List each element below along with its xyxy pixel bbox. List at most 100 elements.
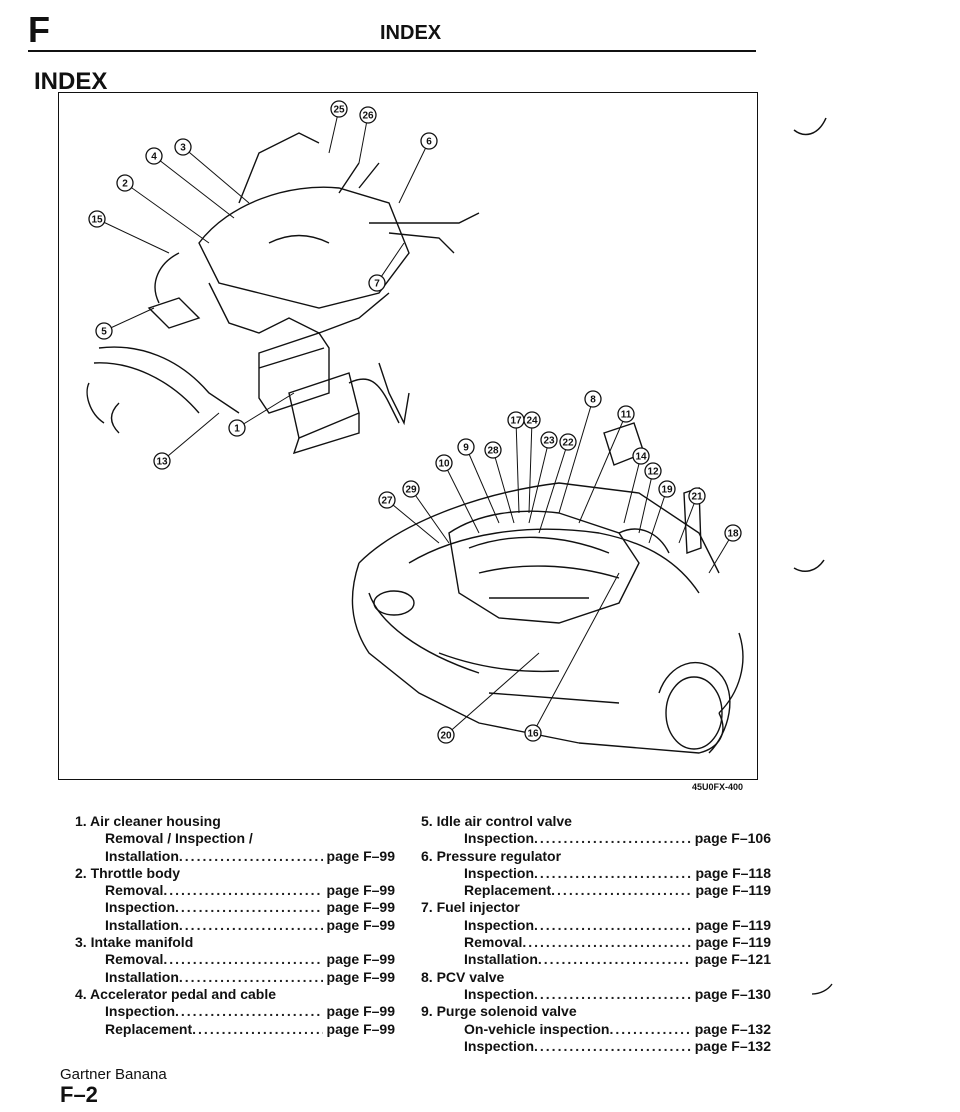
callout-25: 25 [328, 100, 348, 154]
callout-balloon [524, 724, 542, 742]
callout-number: 11 [621, 410, 632, 421]
callout-10: 10 [435, 454, 480, 534]
callout-number: 13 [156, 457, 168, 468]
callout-balloon [644, 462, 662, 480]
leader-line [182, 146, 250, 204]
leader-line [623, 455, 642, 524]
toc-row: Inspectionpage F–118 [421, 865, 771, 882]
callout-22: 22 [538, 433, 577, 534]
leader-line [528, 439, 550, 524]
callout-29: 29 [402, 480, 450, 544]
callout-balloon [359, 106, 377, 124]
callout-balloon [378, 491, 396, 509]
section-letter: F [28, 9, 50, 50]
callout-3: 3 [174, 138, 250, 204]
callout-8: 8 [558, 390, 602, 514]
toc-row: Removalpage F–99 [75, 882, 395, 899]
margin-mark-icon [811, 983, 833, 995]
callout-balloon [484, 441, 502, 459]
callout-7: 7 [368, 242, 405, 292]
callout-balloon [540, 431, 558, 449]
callout-15: 15 [88, 210, 170, 254]
leader-line [386, 499, 440, 544]
callout-number: 20 [440, 731, 452, 742]
callout-number: 16 [527, 729, 539, 740]
leader-line [443, 462, 480, 534]
margin-mark-icon [793, 117, 827, 136]
callout-number: 14 [635, 452, 647, 463]
callout-balloon [658, 480, 676, 498]
leader-line [410, 488, 450, 544]
toc-row: Inspectionpage F–99 [75, 899, 395, 916]
leader-line [648, 488, 668, 544]
index-item-9: 9. Purge solenoid valve On-vehicle inspe… [421, 1003, 771, 1055]
item-heading: 9. Purge solenoid valve [421, 1003, 577, 1020]
toc-row: Installationpage F–99 [75, 848, 395, 865]
toc-row: Removalpage F–99 [75, 951, 395, 968]
index-item-5: 5. Idle air control valve Inspectionpage… [421, 813, 771, 848]
callout-number: 4 [151, 152, 157, 163]
callout-13: 13 [153, 412, 220, 470]
callout-23: 23 [528, 431, 558, 524]
index-column-left: 1. Air cleaner housing Removal / Inspect… [75, 813, 395, 1038]
callout-number: 25 [333, 105, 345, 116]
callout-number: 19 [661, 485, 673, 496]
toc-row: Installationpage F–99 [75, 917, 395, 934]
header-rule [28, 50, 756, 52]
callout-number: 18 [727, 529, 739, 540]
callout-number: 28 [487, 446, 499, 457]
leader-line [236, 392, 295, 429]
leader-line [532, 572, 620, 734]
callout-number: 7 [374, 279, 380, 290]
index-item-3: 3. Intake manifold Removalpage F–99 Inst… [75, 934, 395, 986]
item-heading: 7. Fuel injector [421, 899, 520, 916]
index-column-right: 5. Idle air control valve Inspectionpage… [421, 813, 771, 1055]
leader-line [638, 470, 654, 534]
item-heading: 3. Intake manifold [75, 934, 194, 951]
callout-balloon [95, 322, 113, 340]
callout-12: 12 [638, 462, 662, 534]
callout-balloon [617, 405, 635, 423]
callout-balloon [420, 132, 438, 150]
callout-20: 20 [437, 652, 540, 744]
leader-line [153, 155, 235, 219]
callout-balloon [88, 210, 106, 228]
callout-number: 21 [691, 492, 703, 503]
leader-line [538, 441, 569, 534]
item-heading: 4. Accelerator pedal and cable [75, 985, 277, 1002]
item-sub-label: Removal / Inspection / [105, 830, 253, 847]
leader-line [465, 446, 500, 524]
callout-number: 22 [562, 438, 574, 449]
callout-balloon [523, 411, 541, 429]
callout-18: 18 [708, 524, 742, 574]
callout-balloon [632, 447, 650, 465]
index-item-8: 8. PCV valve Inspectionpage F–130 [421, 969, 771, 1004]
callout-number: 8 [590, 395, 596, 406]
toc-row: Inspectionpage F–106 [421, 830, 771, 847]
callout-28: 28 [484, 441, 515, 524]
toc-row: Installationpage F–99 [75, 969, 395, 986]
callout-19: 19 [648, 480, 676, 544]
callout-6: 6 [398, 132, 438, 204]
leader-line [445, 652, 540, 736]
item-heading: 5. Idle air control valve [421, 813, 572, 829]
callout-number: 2 [122, 179, 128, 190]
leader-line [103, 307, 155, 332]
toc-row: Inspectionpage F–132 [421, 1038, 771, 1055]
callout-number: 9 [463, 443, 469, 454]
item-heading: 6. Pressure regulator [421, 847, 562, 864]
callout-26: 26 [358, 106, 377, 164]
callout-5: 5 [95, 307, 155, 340]
leader-line [558, 398, 594, 514]
callout-balloon [368, 274, 386, 292]
leader-line [96, 218, 170, 254]
callout-17: 17 [507, 411, 525, 514]
callout-balloon [330, 100, 348, 118]
callout-number: 10 [438, 459, 450, 470]
toc-row: Removalpage F–119 [421, 934, 771, 951]
callout-27: 27 [378, 491, 440, 544]
footer-brand: Gartner Banana [60, 1066, 167, 1083]
callout-number: 26 [362, 111, 374, 122]
callout-number: 17 [510, 416, 522, 427]
